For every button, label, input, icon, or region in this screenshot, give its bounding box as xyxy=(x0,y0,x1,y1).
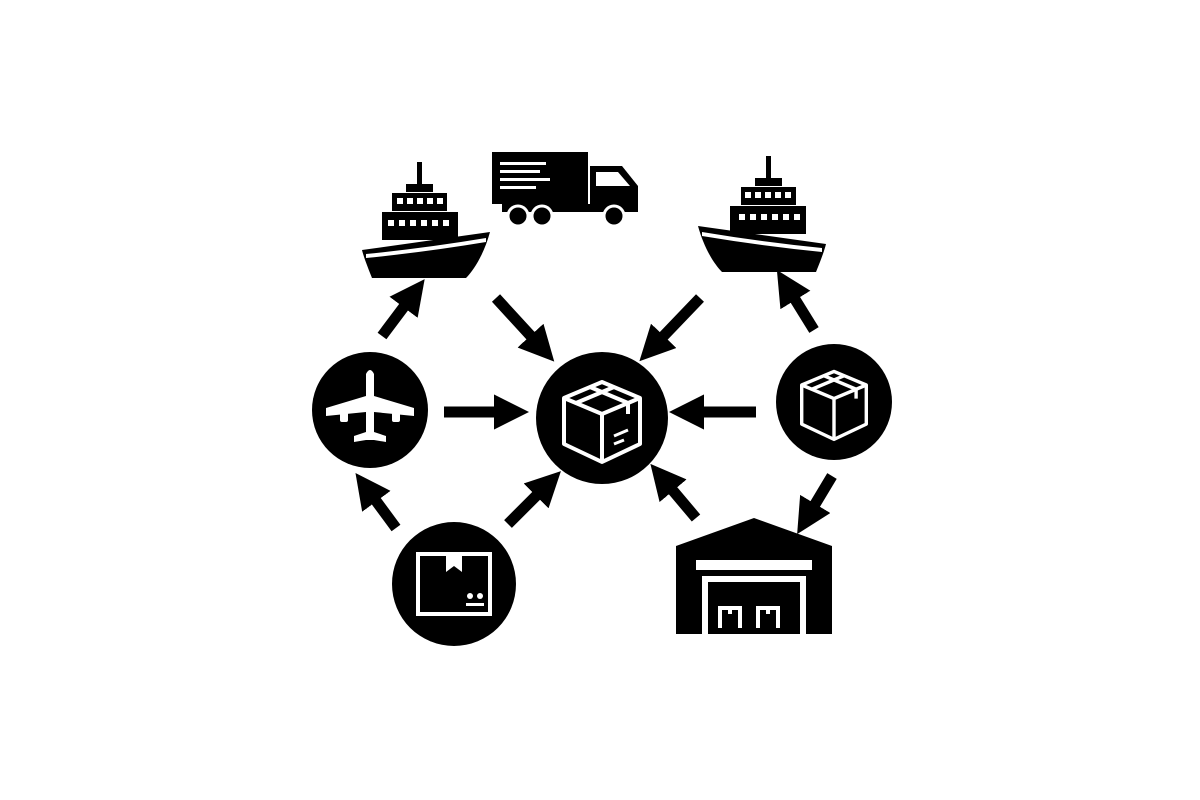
edges-layer xyxy=(355,270,837,535)
arrow-truck-to-hub xyxy=(491,294,555,362)
cargo-ship-icon xyxy=(362,162,490,278)
warehouse-icon xyxy=(676,518,832,634)
arrow-box-right-to-ship-right xyxy=(776,270,819,333)
package-box-icon xyxy=(536,352,668,484)
arrow-ship-right-to-hub xyxy=(639,294,704,362)
arrow-box-bottom-to-hub xyxy=(504,471,561,528)
arrow-warehouse-to-hub xyxy=(650,463,701,522)
arrow-box-right-to-warehouse xyxy=(797,473,837,535)
package-box-icon xyxy=(776,344,892,460)
arrow-box-bottom-to-airplane xyxy=(355,472,401,532)
delivery-truck-icon xyxy=(492,152,638,228)
package-box-front-icon xyxy=(392,522,516,646)
cargo-ship-icon xyxy=(698,156,826,272)
airplane-icon xyxy=(312,352,428,468)
arrow-airplane-to-ship-left xyxy=(377,279,425,340)
